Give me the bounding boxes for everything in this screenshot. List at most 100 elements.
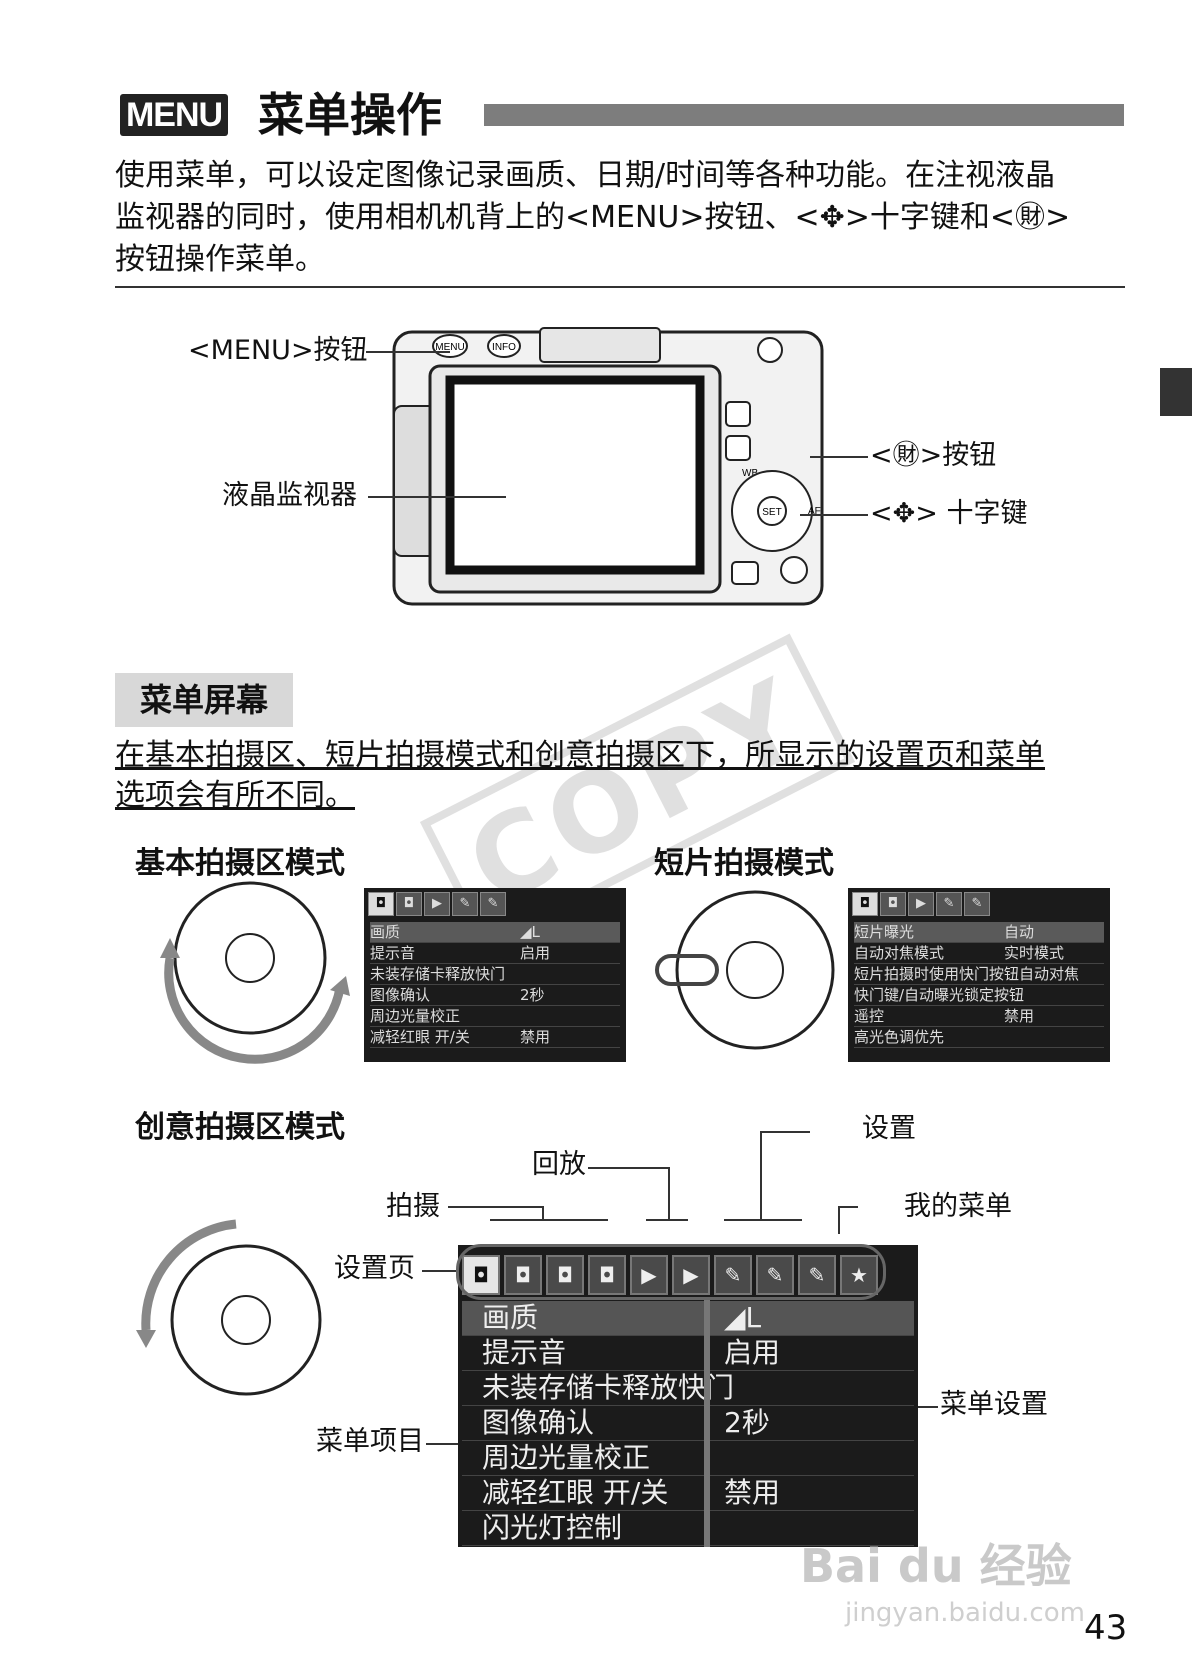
setup-tab[interactable]: ✎ [964, 892, 990, 916]
intro-line: 使用菜单，可以设定图像记录画质、日期/时间等各种功能。在注视液晶 [115, 155, 1125, 197]
row-value: ◢L [724, 1301, 761, 1335]
row-key: 高光色调优先 [854, 1028, 944, 1046]
menu-row[interactable]: 高光色调优先 [854, 1027, 1104, 1048]
row-key: 快门键/自动曝光锁定按钮 [854, 986, 1024, 1004]
setup-tab[interactable]: ✎ [480, 892, 506, 916]
leader-line [368, 496, 506, 498]
row-key: 未装存储卡释放快门 [482, 1371, 734, 1405]
movie-tab[interactable]: ◘ [880, 892, 906, 916]
menu-row[interactable]: 短片拍摄时使用快门按钮自动对焦 [854, 964, 1104, 985]
row-value: 禁用 [1004, 1006, 1034, 1026]
menu-row[interactable]: 遥控禁用 [854, 1006, 1104, 1027]
row-key: 减轻红眼 开/关 [482, 1476, 668, 1510]
row-key: 图像确认 [482, 1406, 594, 1440]
menu-row[interactable]: 提示音启用 [462, 1336, 914, 1371]
leader-line [422, 1270, 456, 1272]
shooting-tab[interactable]: ◘ [396, 892, 422, 916]
intro-line: 按钮操作菜单。 [115, 239, 1125, 281]
movie-tab[interactable]: ◘ [852, 892, 878, 916]
movie-mode-dial [655, 888, 845, 1068]
menu-badge: MENU [120, 94, 228, 136]
row-key: 周边光量校正 [370, 1007, 460, 1025]
leader-line [448, 1206, 544, 1208]
basic-tab-bar: ◘ ◘ ▶ ✎ ✎ [368, 892, 506, 916]
menu-row[interactable]: 画质 ◢L [462, 1301, 914, 1336]
row-value: 启用 [724, 1336, 780, 1370]
page-title: 菜单操作 [258, 86, 442, 144]
menu-row[interactable]: 快门键/自动曝光锁定按钮 [854, 985, 1104, 1006]
menu-row[interactable]: 减轻红眼 开/关禁用 [370, 1027, 620, 1048]
leader-line [366, 351, 450, 353]
leader-line [810, 456, 868, 458]
row-value: 实时模式 [1004, 943, 1064, 963]
setup-tab[interactable]: ✎ [936, 892, 962, 916]
movie-mode-heading: 短片拍摄模式 [654, 838, 834, 882]
leader-line [646, 1219, 688, 1221]
setup-tab[interactable]: ✎ [452, 892, 478, 916]
menu-row[interactable]: 周边光量校正 [462, 1441, 914, 1476]
leader-line [426, 1443, 458, 1445]
playback-tab[interactable]: ▶ [908, 892, 934, 916]
section-heading: 菜单屏幕 [115, 673, 293, 727]
leader-line [838, 1206, 858, 1208]
menu-row[interactable]: 短片曝光自动 [854, 922, 1104, 943]
row-value: ◢L [520, 922, 540, 942]
tab-bar-outline [456, 1244, 886, 1300]
intro-paragraph: 使用菜单，可以设定图像记录画质、日期/时间等各种功能。在注视液晶 监视器的同时，… [115, 155, 1125, 281]
movie-tab-bar: ◘ ◘ ▶ ✎ ✎ [852, 892, 990, 916]
menu-row[interactable]: 自动对焦模式 实时模式 [854, 943, 1104, 964]
row-value: 禁用 [724, 1476, 780, 1510]
row-key: 闪光灯控制 [482, 1511, 622, 1545]
camera-set-button-text: SET [762, 507, 781, 518]
row-value: 启用 [520, 943, 550, 963]
row-key: 提示音 [370, 944, 415, 962]
title-bar [484, 104, 1124, 126]
menu-row[interactable]: 周边光量校正 [370, 1006, 620, 1027]
row-value: 2秒 [520, 985, 545, 1005]
basic-mode-heading: 基本拍摄区模式 [135, 838, 345, 882]
row-key: 画质 [370, 923, 400, 941]
intro-line: 监视器的同时，使用相机机背上的<MENU>按钮、<✥>十字键和<㊖> [115, 197, 1125, 239]
section-divider [115, 286, 1125, 288]
menu-settings-label: 菜单设置 [940, 1388, 1048, 1422]
setup-label: 设置 [862, 1112, 916, 1146]
creative-mode-dial [136, 1210, 326, 1400]
lcd-label: 液晶监视器 [222, 479, 357, 513]
row-key: 画质 [482, 1301, 538, 1335]
watermark-url: jingyan.baidu.com [845, 1598, 1085, 1628]
column-separator [704, 1300, 710, 1547]
leader-line [838, 1206, 840, 1234]
leader-line [588, 1167, 670, 1169]
row-key: 未装存储卡释放快门 [370, 965, 505, 983]
camera-info-button-text: INFO [492, 342, 516, 353]
playback-tab[interactable]: ▶ [424, 892, 450, 916]
menu-row[interactable]: 未装存储卡释放快门 [462, 1371, 914, 1406]
my-menu-label: 我的菜单 [904, 1190, 1012, 1224]
menu-items-label: 菜单项目 [316, 1425, 424, 1459]
leader-line [490, 1219, 608, 1221]
note-line: 选项会有所不同。 [115, 776, 1105, 816]
menu-row[interactable]: 减轻红眼 开/关 禁用 [462, 1476, 914, 1511]
cross-key-label: <✥> 十字键 [870, 497, 1027, 531]
menu-row[interactable]: 未装存储卡释放快门 [370, 964, 620, 985]
row-key: 减轻红眼 开/关 [370, 1028, 470, 1046]
set-button-label: <㊖>按钮 [870, 439, 996, 473]
menu-row[interactable]: 画质 ◢L [370, 922, 620, 943]
leader-line [760, 1131, 810, 1133]
row-key: 自动对焦模式 [854, 944, 944, 962]
baidu-watermark: Bai du 经验 [800, 1530, 1072, 1596]
page-number: 43 [1084, 1608, 1127, 1648]
basic-mode-dial [140, 878, 360, 1078]
playback-label: 回放 [532, 1148, 586, 1182]
leader-line [724, 1219, 802, 1221]
movie-mode-menu-screen: ◘ ◘ ▶ ✎ ✎ 短片曝光自动 自动对焦模式 实时模式 短片拍摄时使用快门按钮自… [848, 888, 1110, 1062]
section-note: 在基本拍摄区、短片拍摄模式和创意拍摄区下，所显示的设置页和菜单 选项会有所不同。 [115, 736, 1105, 816]
shooting-label: 拍摄 [386, 1190, 440, 1224]
shooting-tab[interactable]: ◘ [368, 892, 394, 916]
leader-line [800, 514, 868, 516]
menu-row[interactable]: 提示音 启用 [370, 943, 620, 964]
leader-line [668, 1167, 670, 1219]
